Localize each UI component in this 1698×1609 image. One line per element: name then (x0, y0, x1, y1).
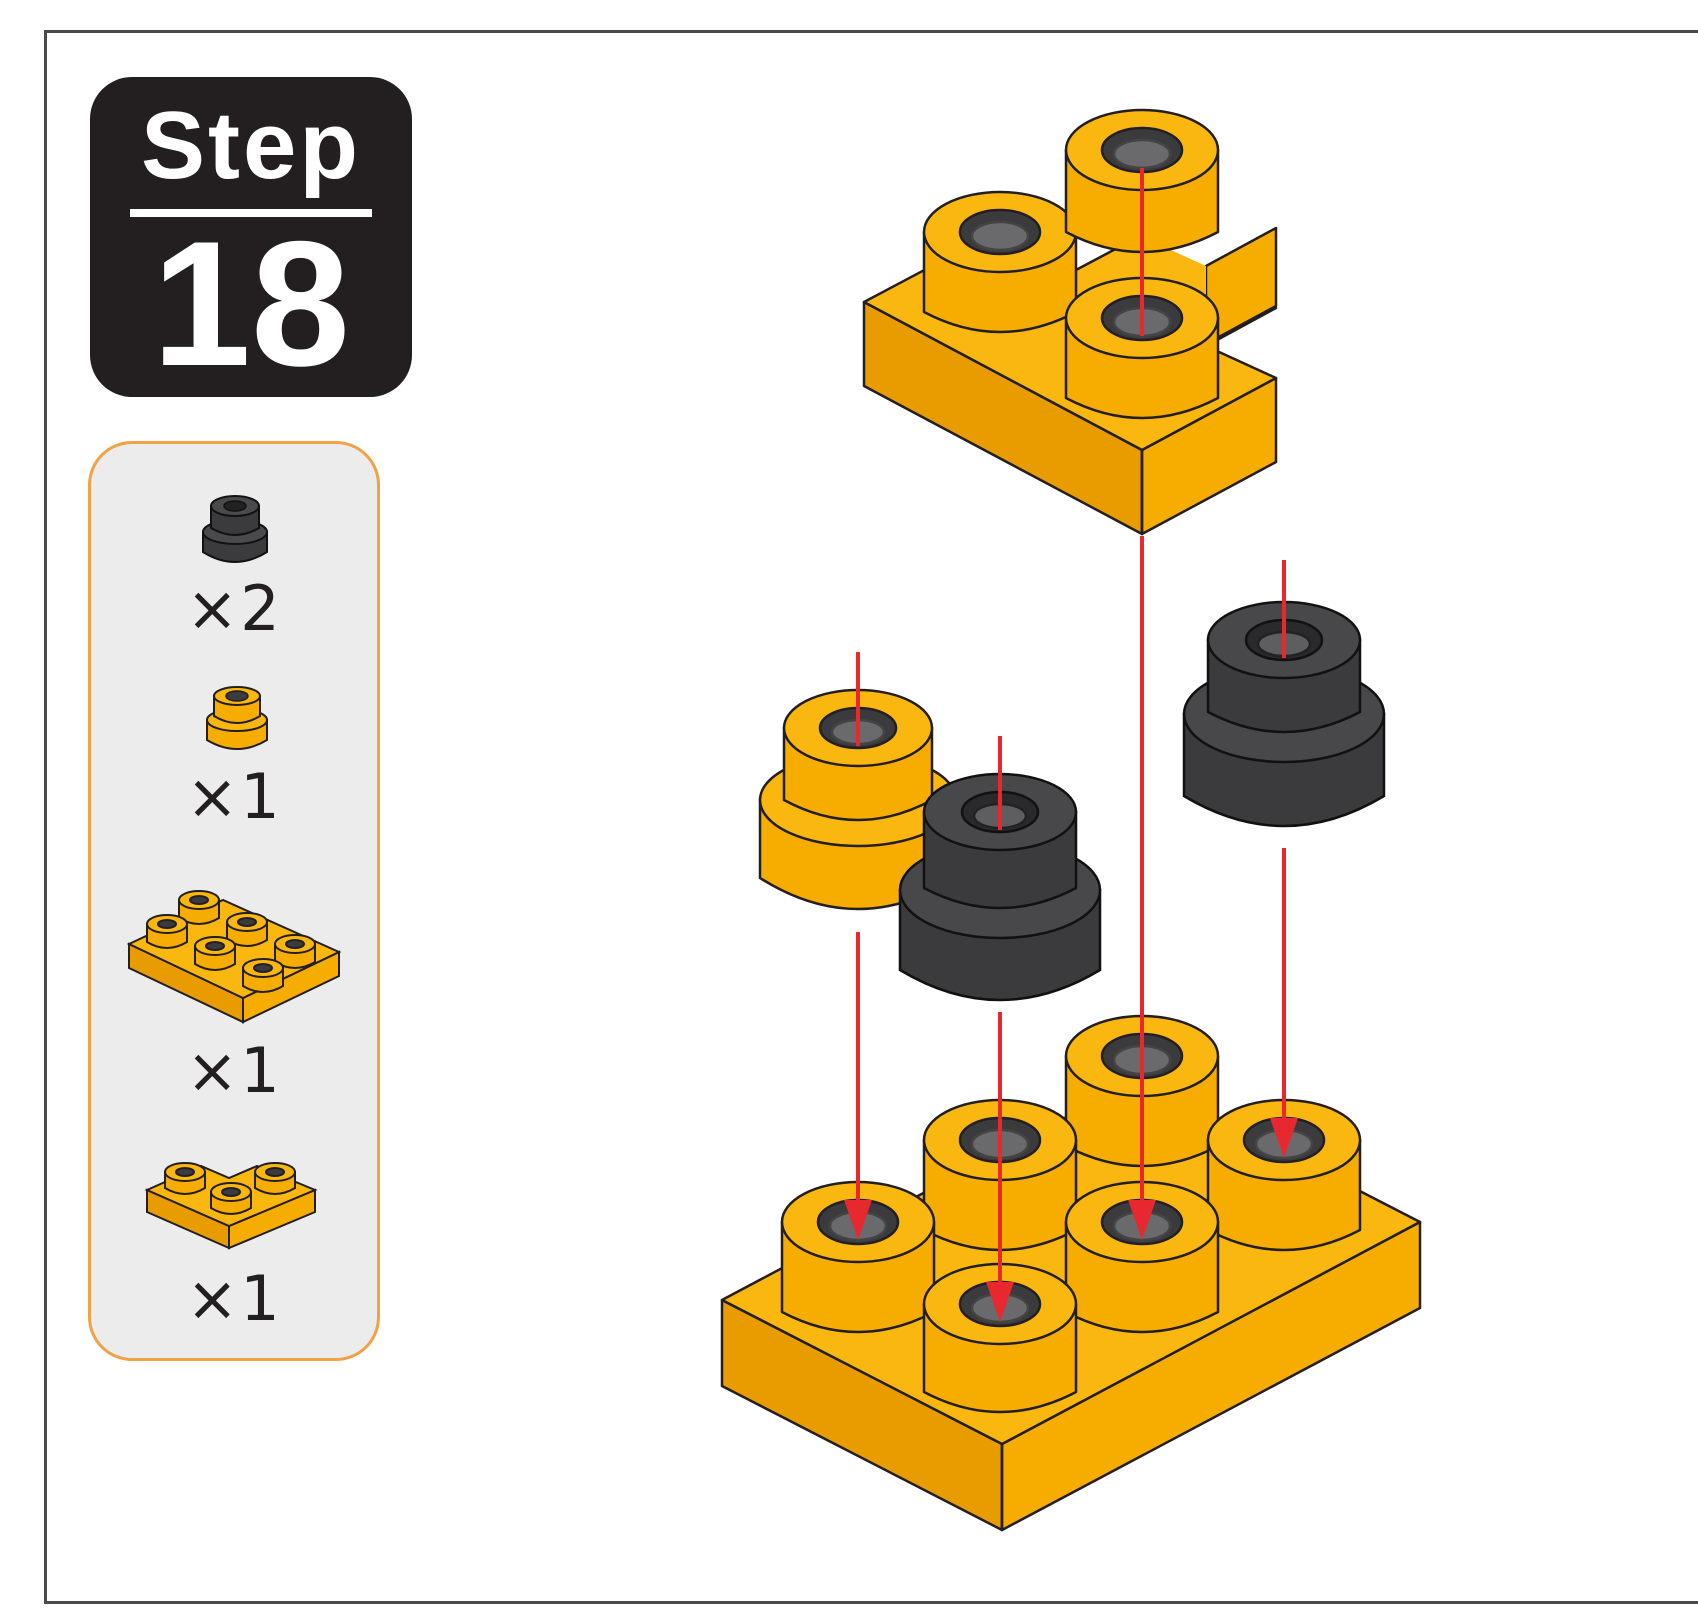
bottom-2x3-plate (722, 1016, 1420, 1530)
top-corner-plate (864, 110, 1276, 534)
stud (924, 192, 1076, 332)
